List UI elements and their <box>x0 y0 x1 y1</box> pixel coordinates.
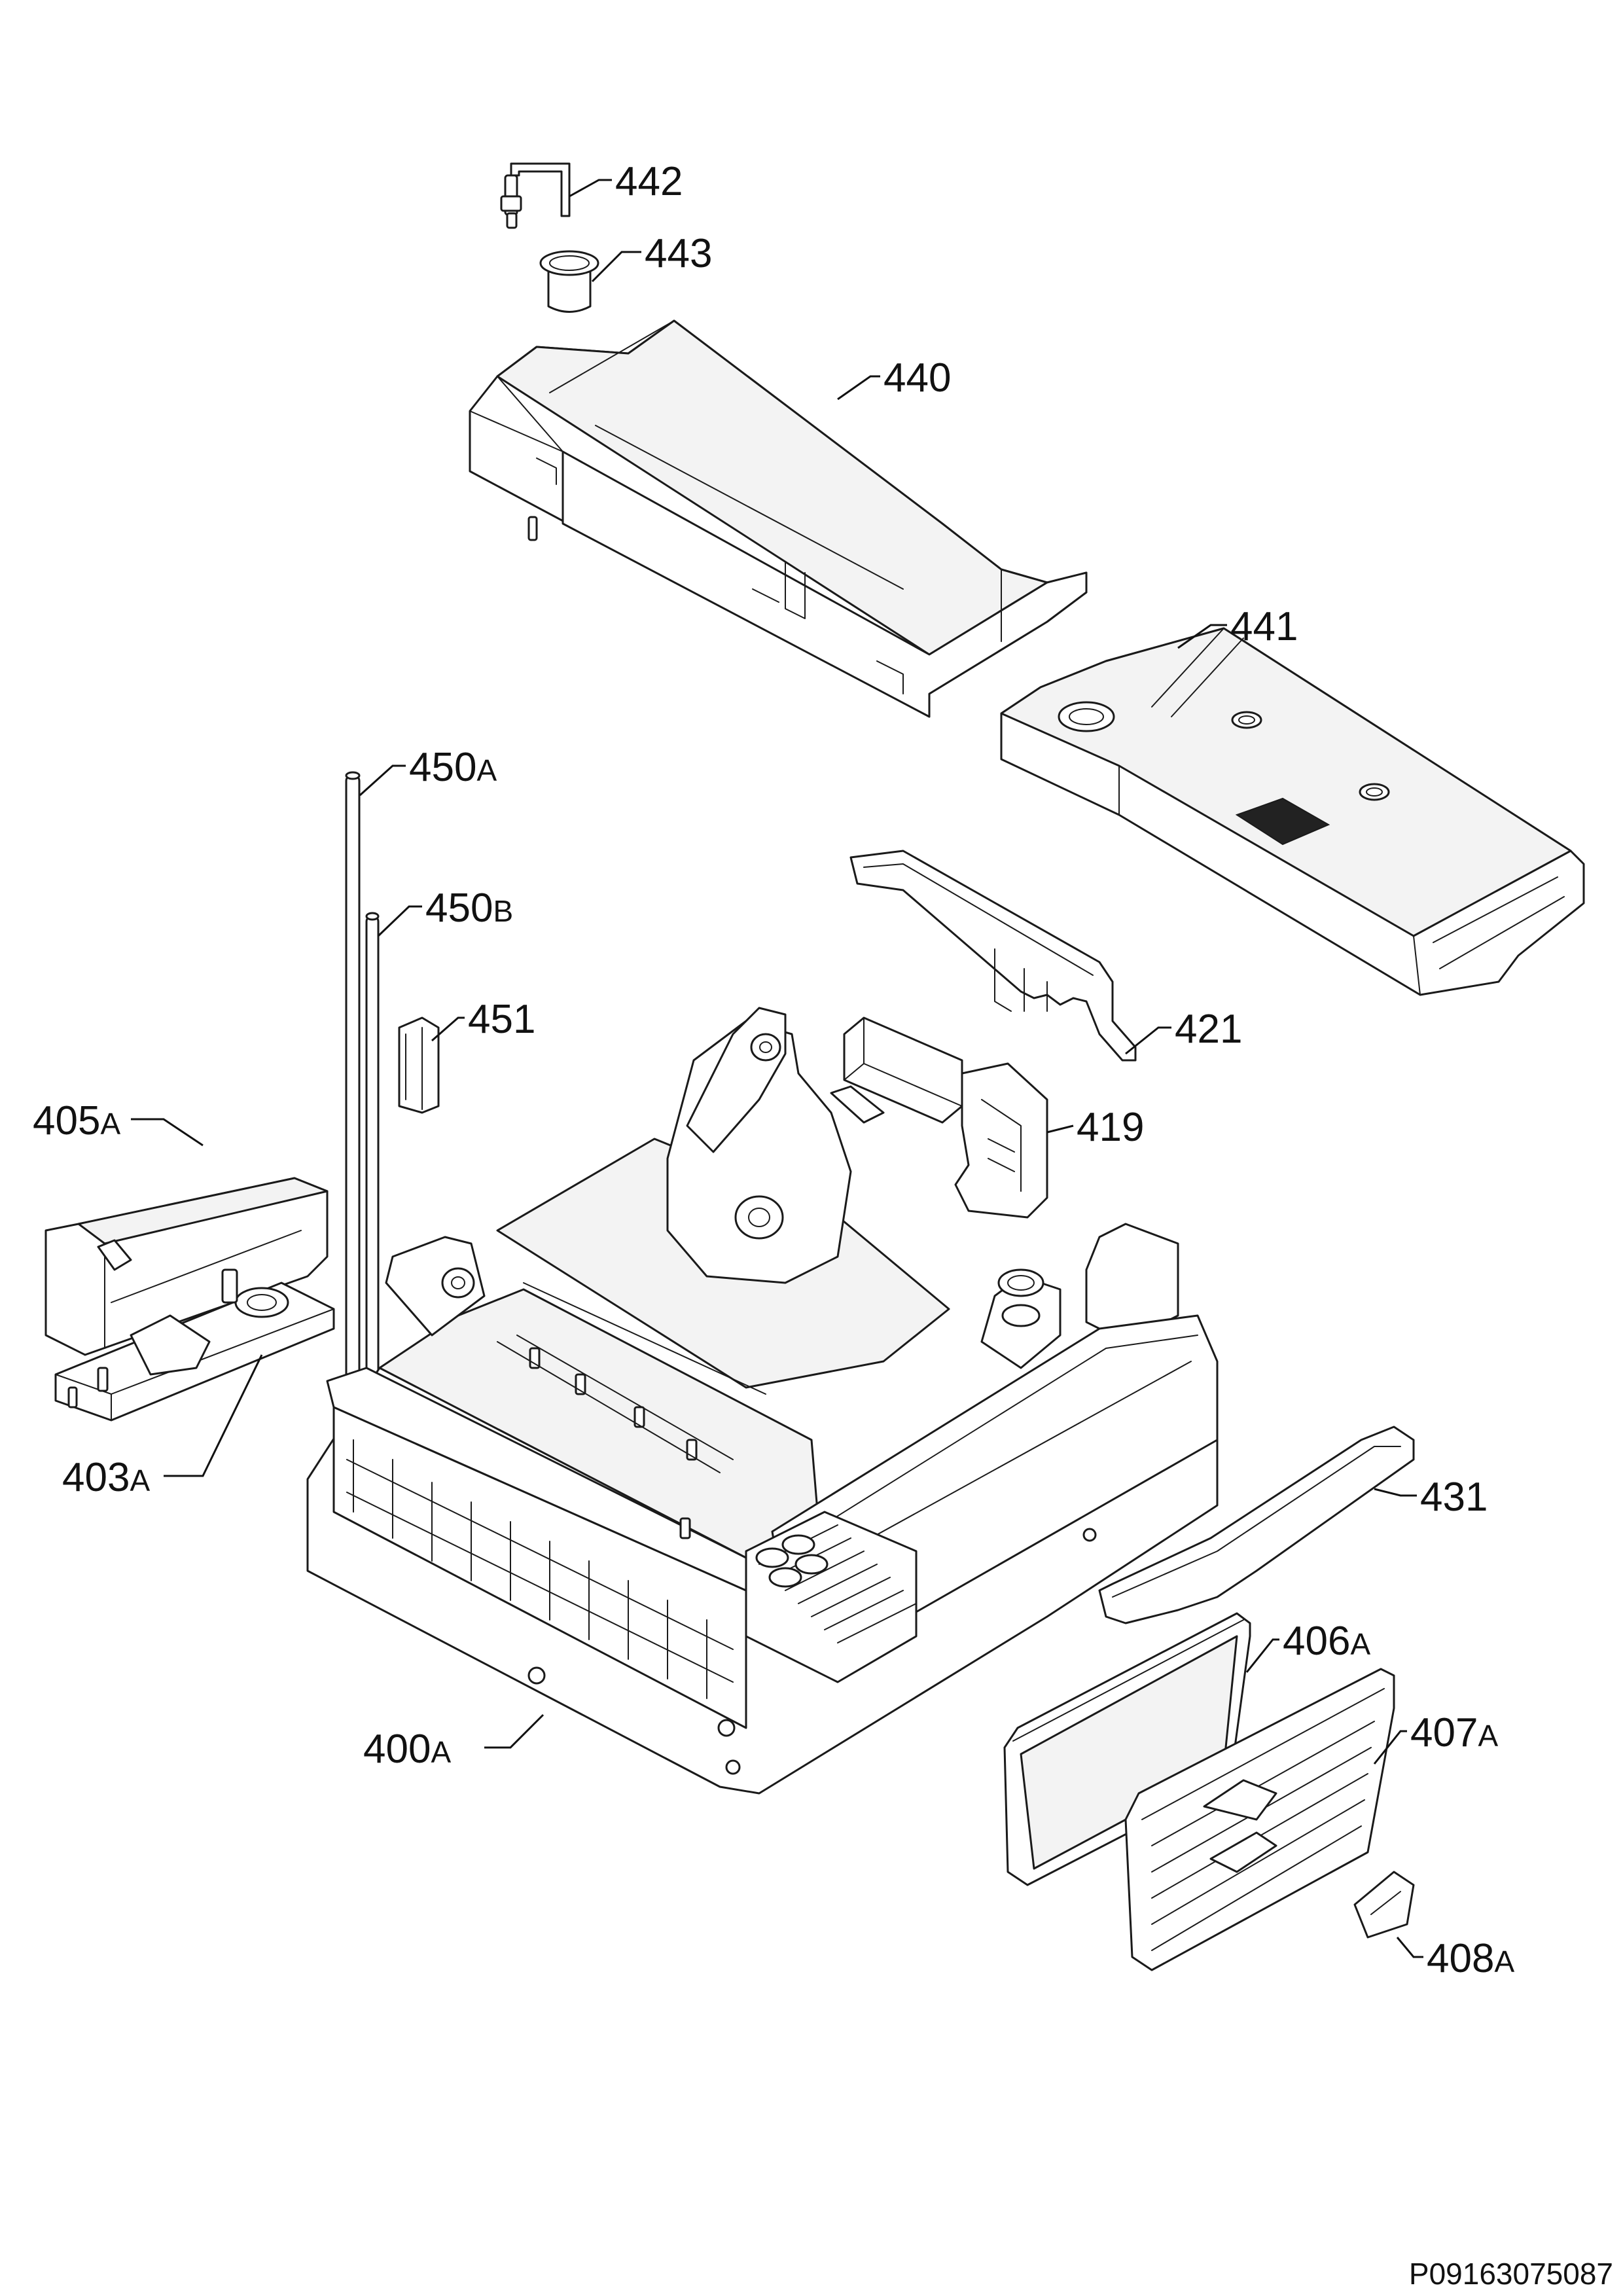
label-443: 443 <box>645 231 712 276</box>
part-450a-rod[interactable] <box>345 771 361 1386</box>
label-406a: 406A <box>1283 1619 1370 1664</box>
leader-450a <box>359 764 406 797</box>
part-442-connector[interactable] <box>500 162 571 229</box>
part-408a-latch[interactable] <box>1353 1871 1415 1939</box>
part-431-gasket[interactable] <box>1098 1426 1415 1624</box>
leader-403a <box>164 1354 263 1477</box>
callout-labels: 442 443 440 441 450A 450B 451 421 419 40… <box>33 159 1514 1981</box>
part-451-clip[interactable] <box>398 1016 440 1114</box>
label-431: 431 <box>1420 1475 1488 1520</box>
part-407a-filter-cover[interactable] <box>1124 1668 1395 1971</box>
label-441: 441 <box>1230 604 1298 649</box>
leader-408a <box>1396 1937 1423 1958</box>
part-405a-cover[interactable] <box>45 1177 329 1356</box>
leader-443 <box>591 251 641 283</box>
document-number: P09163075087 <box>1409 2257 1613 2291</box>
leader-450b <box>377 905 422 937</box>
leader-406a <box>1245 1638 1279 1673</box>
part-441-water-tank[interactable] <box>1000 627 1585 996</box>
part-419-motor[interactable] <box>830 1016 1048 1219</box>
leader-442 <box>569 179 612 198</box>
part-421-wiring-bracket[interactable] <box>849 850 1137 1062</box>
leader-405a <box>131 1118 204 1147</box>
leader-440 <box>837 375 880 401</box>
label-419: 419 <box>1077 1105 1144 1150</box>
label-450b: 450B <box>425 886 513 931</box>
leader-451 <box>431 1016 465 1042</box>
leader-lines <box>131 179 1423 1958</box>
label-421: 421 <box>1175 1007 1242 1052</box>
label-450a: 450A <box>409 745 497 790</box>
part-450b-rod[interactable] <box>365 912 380 1389</box>
leader-407a <box>1373 1730 1407 1765</box>
leader-431 <box>1374 1488 1417 1497</box>
part-403a-base-plate[interactable] <box>54 1268 335 1422</box>
label-451: 451 <box>468 997 535 1042</box>
leader-419 <box>1046 1124 1074 1134</box>
part-400a-base-frame[interactable] <box>306 1007 1219 1795</box>
label-407a: 407A <box>1410 1710 1498 1755</box>
leader-400a <box>484 1713 544 1749</box>
label-400a: 400A <box>363 1727 451 1772</box>
label-440: 440 <box>883 355 951 401</box>
leader-421 <box>1125 1026 1171 1055</box>
label-442: 442 <box>615 159 683 204</box>
label-405a: 405A <box>33 1098 120 1143</box>
label-403a: 403A <box>62 1455 150 1500</box>
part-443-cup[interactable] <box>539 250 599 313</box>
label-408a: 408A <box>1427 1936 1514 1981</box>
part-440-upper-housing[interactable] <box>469 319 1088 718</box>
leader-441 <box>1177 624 1227 649</box>
